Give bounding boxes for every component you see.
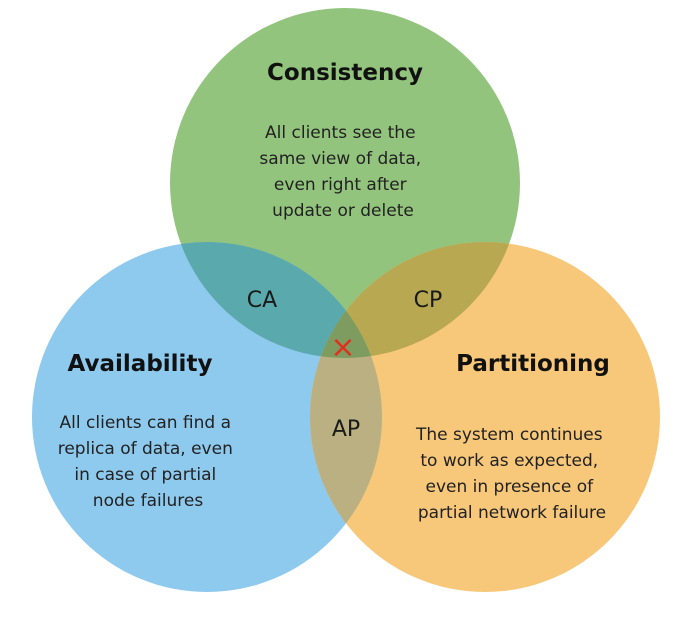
availability-description: All clients can find a replica of data, … [58, 413, 239, 511]
ap-label: AP [332, 417, 360, 442]
partitioning-title: Partitioning [456, 351, 610, 377]
consistency-title: Consistency [267, 60, 423, 86]
consistency-availability-overlap [170, 242, 382, 358]
ca-label: CA [247, 288, 277, 313]
cp-label: CP [414, 288, 443, 313]
consistency-partitioning-overlap [310, 242, 520, 358]
partitioning-description: The system continues to work as expected… [415, 425, 608, 523]
availability-title: Availability [68, 351, 213, 377]
consistency-description: All clients see the same view of data, e… [259, 123, 426, 221]
x-mark-icon: × [330, 330, 355, 365]
